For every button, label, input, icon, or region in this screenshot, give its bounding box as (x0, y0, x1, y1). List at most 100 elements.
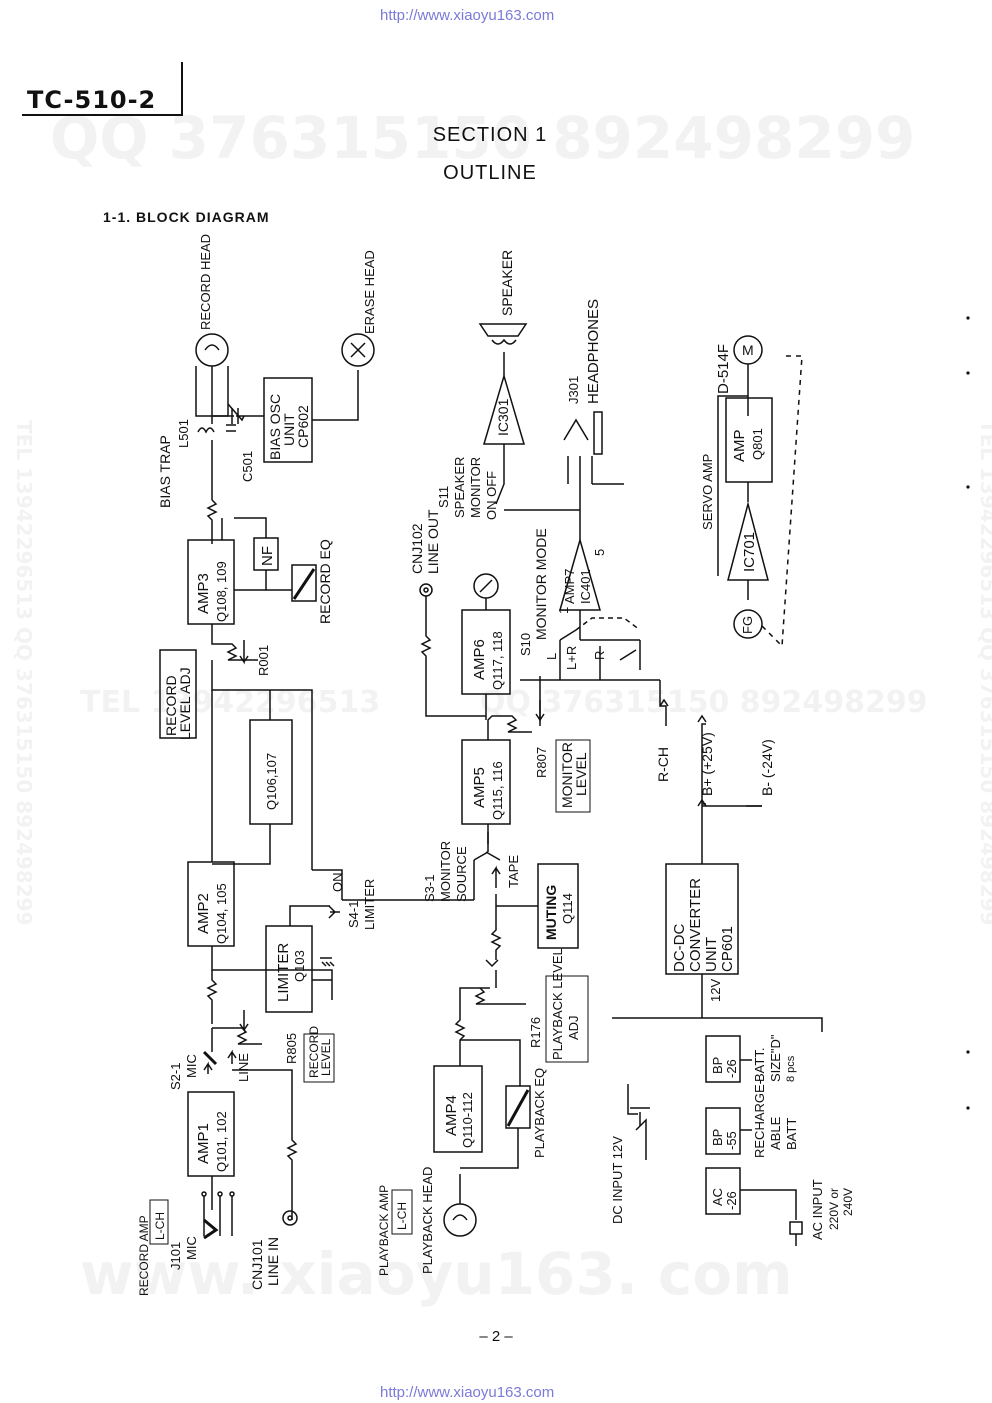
label-amp5: AMP5 (471, 767, 488, 808)
label-monitor-level-2: LEVEL (573, 752, 589, 796)
label-s2-mic: MIC (184, 1054, 199, 1078)
label-recharge-batt: BATT (784, 1118, 799, 1150)
label-headphones: HEADPHONES (585, 299, 602, 404)
label-l501: L501 (176, 419, 191, 448)
label-amp7: AMP7 (562, 569, 577, 604)
label-dc-input: DC INPUT 12V (610, 1136, 625, 1224)
label-batt-count: 8 pcs (785, 1055, 797, 1082)
label-s10-r: R (592, 651, 607, 660)
label-s3: S3-1 (422, 875, 437, 902)
label-s11-monitor: MONITOR (468, 457, 483, 518)
label-amp1-q: Q101, 102 (214, 1111, 229, 1172)
label-cnj102: CNJ102 (409, 523, 425, 574)
label-servo-amp: SERVO AMP (700, 454, 715, 530)
model-divider (181, 62, 183, 116)
label-fg: FG (740, 616, 755, 634)
label-s3-tape: TAPE (506, 855, 521, 888)
label-amp2: AMP2 (195, 893, 212, 934)
label-monitor-mode: MONITOR MODE (533, 528, 549, 640)
label-erase-head: ERASE HEAD (362, 250, 377, 334)
label-monitor-level-1: MONITOR (559, 742, 575, 808)
label-speaker: SPEAKER (499, 250, 515, 316)
label-line-in: LINE IN (265, 1237, 281, 1286)
outline-title: OUTLINE (443, 162, 537, 184)
watermark-bottom: www. xiaoyu163. com (80, 1240, 793, 1308)
label-ac-input: AC INPUT (810, 1179, 825, 1240)
label-ac-240: 240V (841, 1188, 855, 1216)
label-amp7-pin1: 1 (556, 607, 571, 614)
label-j301: J301 (566, 376, 581, 404)
label-amp4-q: Q110-112 (460, 1092, 475, 1148)
label-d514f: D-514F (715, 344, 732, 394)
label-c501: C501 (240, 451, 255, 482)
label-dcdc-4: CP601 (719, 926, 736, 972)
label-s4: S4-1 (346, 901, 361, 928)
label-dcdc-1: DC-DC (671, 924, 688, 972)
label-record-eq: RECORD EQ (317, 539, 333, 624)
label-s2: S2-1 (168, 1063, 183, 1090)
label-record-lch: L-CH (153, 1212, 167, 1240)
label-batt-size: SIZE"D" (768, 1034, 783, 1082)
label-playback-lch: L-CH (395, 1202, 409, 1230)
label-record-amp: RECORD AMP (137, 1215, 151, 1296)
label-dcdc-3: UNIT (703, 937, 720, 972)
label-playback-amp: PLAYBACK AMP (377, 1185, 391, 1276)
diagram-labels: RECORD HEAD ERASE HEAD BIAS OSC UNIT CP6… (137, 234, 855, 1296)
label-amp5-q: Q115, 116 (490, 761, 505, 820)
page-number: – 2 – (479, 1328, 513, 1345)
label-bp55-1: BP (710, 1129, 725, 1146)
label-record-level-2: LEVEL (319, 1038, 333, 1076)
label-ic701: IC701 (741, 532, 758, 572)
source-url-bottom[interactable]: http://www.xiaoyu163.com (380, 1384, 555, 1401)
label-playback-head: PLAYBACK HEAD (420, 1167, 435, 1274)
label-record-level-1: RECORD (307, 1026, 321, 1078)
label-nf: NF (259, 546, 276, 566)
label-s4-on: ON (330, 873, 345, 893)
section-title: SECTION 1 (432, 124, 548, 146)
label-bp26-1: BP (710, 1057, 725, 1074)
label-ac26-2: -26 (724, 1191, 739, 1210)
label-ic301: IC301 (495, 398, 511, 436)
label-amp7-pin5: 5 (592, 549, 607, 556)
source-url-top[interactable]: http://www.xiaoyu163.com (380, 7, 555, 24)
label-s10-lr: L+R (564, 646, 579, 670)
label-r805: R805 (284, 1033, 299, 1064)
label-amp3: AMP3 (195, 573, 212, 614)
label-amp1: AMP1 (195, 1123, 212, 1164)
watermark-qq-mid: QQ 376315150 892498299 (480, 685, 928, 720)
label-s11-onoff: ON OFF (484, 471, 499, 520)
label-amp6: AMP6 (471, 639, 488, 680)
label-amp3-q: Q108, 109 (214, 561, 229, 622)
label-b-minus: B- (-24V) (759, 739, 775, 796)
label-dcdc-2: CONVERTER (687, 878, 704, 972)
label-r-ch: R-CH (655, 747, 671, 782)
label-bp55-2: -55 (724, 1131, 739, 1150)
label-bias-osc-2: UNIT (281, 413, 297, 446)
label-muting-q: Q114 (560, 893, 575, 924)
label-line-out: LINE OUT (425, 509, 441, 574)
label-motor-m: M (742, 342, 754, 358)
label-j101-mic: MIC (184, 1236, 199, 1260)
label-s10-l: L (544, 653, 559, 660)
label-q106: Q106,107 (264, 753, 279, 810)
label-recharge-able: ABLE (768, 1116, 783, 1150)
label-limiter: LIMITER (275, 943, 292, 1002)
label-q801: Q801 (750, 428, 765, 460)
label-playback-level-adj-1: PLAYBACK LEVEL (550, 948, 565, 1060)
label-recharge: RECHARGE- (752, 1080, 767, 1158)
label-j101: J101 (168, 1242, 183, 1270)
label-bias-trap: BIAS TRAP (157, 435, 173, 508)
label-ac-220: 220V or (827, 1188, 841, 1230)
label-r001: R001 (256, 645, 271, 676)
model-number: TC-510-2 (27, 86, 157, 114)
watermark-qq-top: QQ 376315150 892498299 (50, 104, 916, 172)
label-bias-osc-1: BIAS OSC (267, 394, 283, 460)
label-cnj101: CNJ101 (249, 1239, 265, 1290)
label-line: LINE (236, 1053, 251, 1082)
label-record-level-adj-1: RECORD (163, 675, 179, 736)
edge-ticks (966, 316, 970, 1110)
label-ic401: IC401 (578, 569, 593, 604)
model-underline (22, 114, 182, 116)
label-bp26-2: -26 (724, 1059, 739, 1078)
label-muting: MUTING (543, 885, 559, 940)
